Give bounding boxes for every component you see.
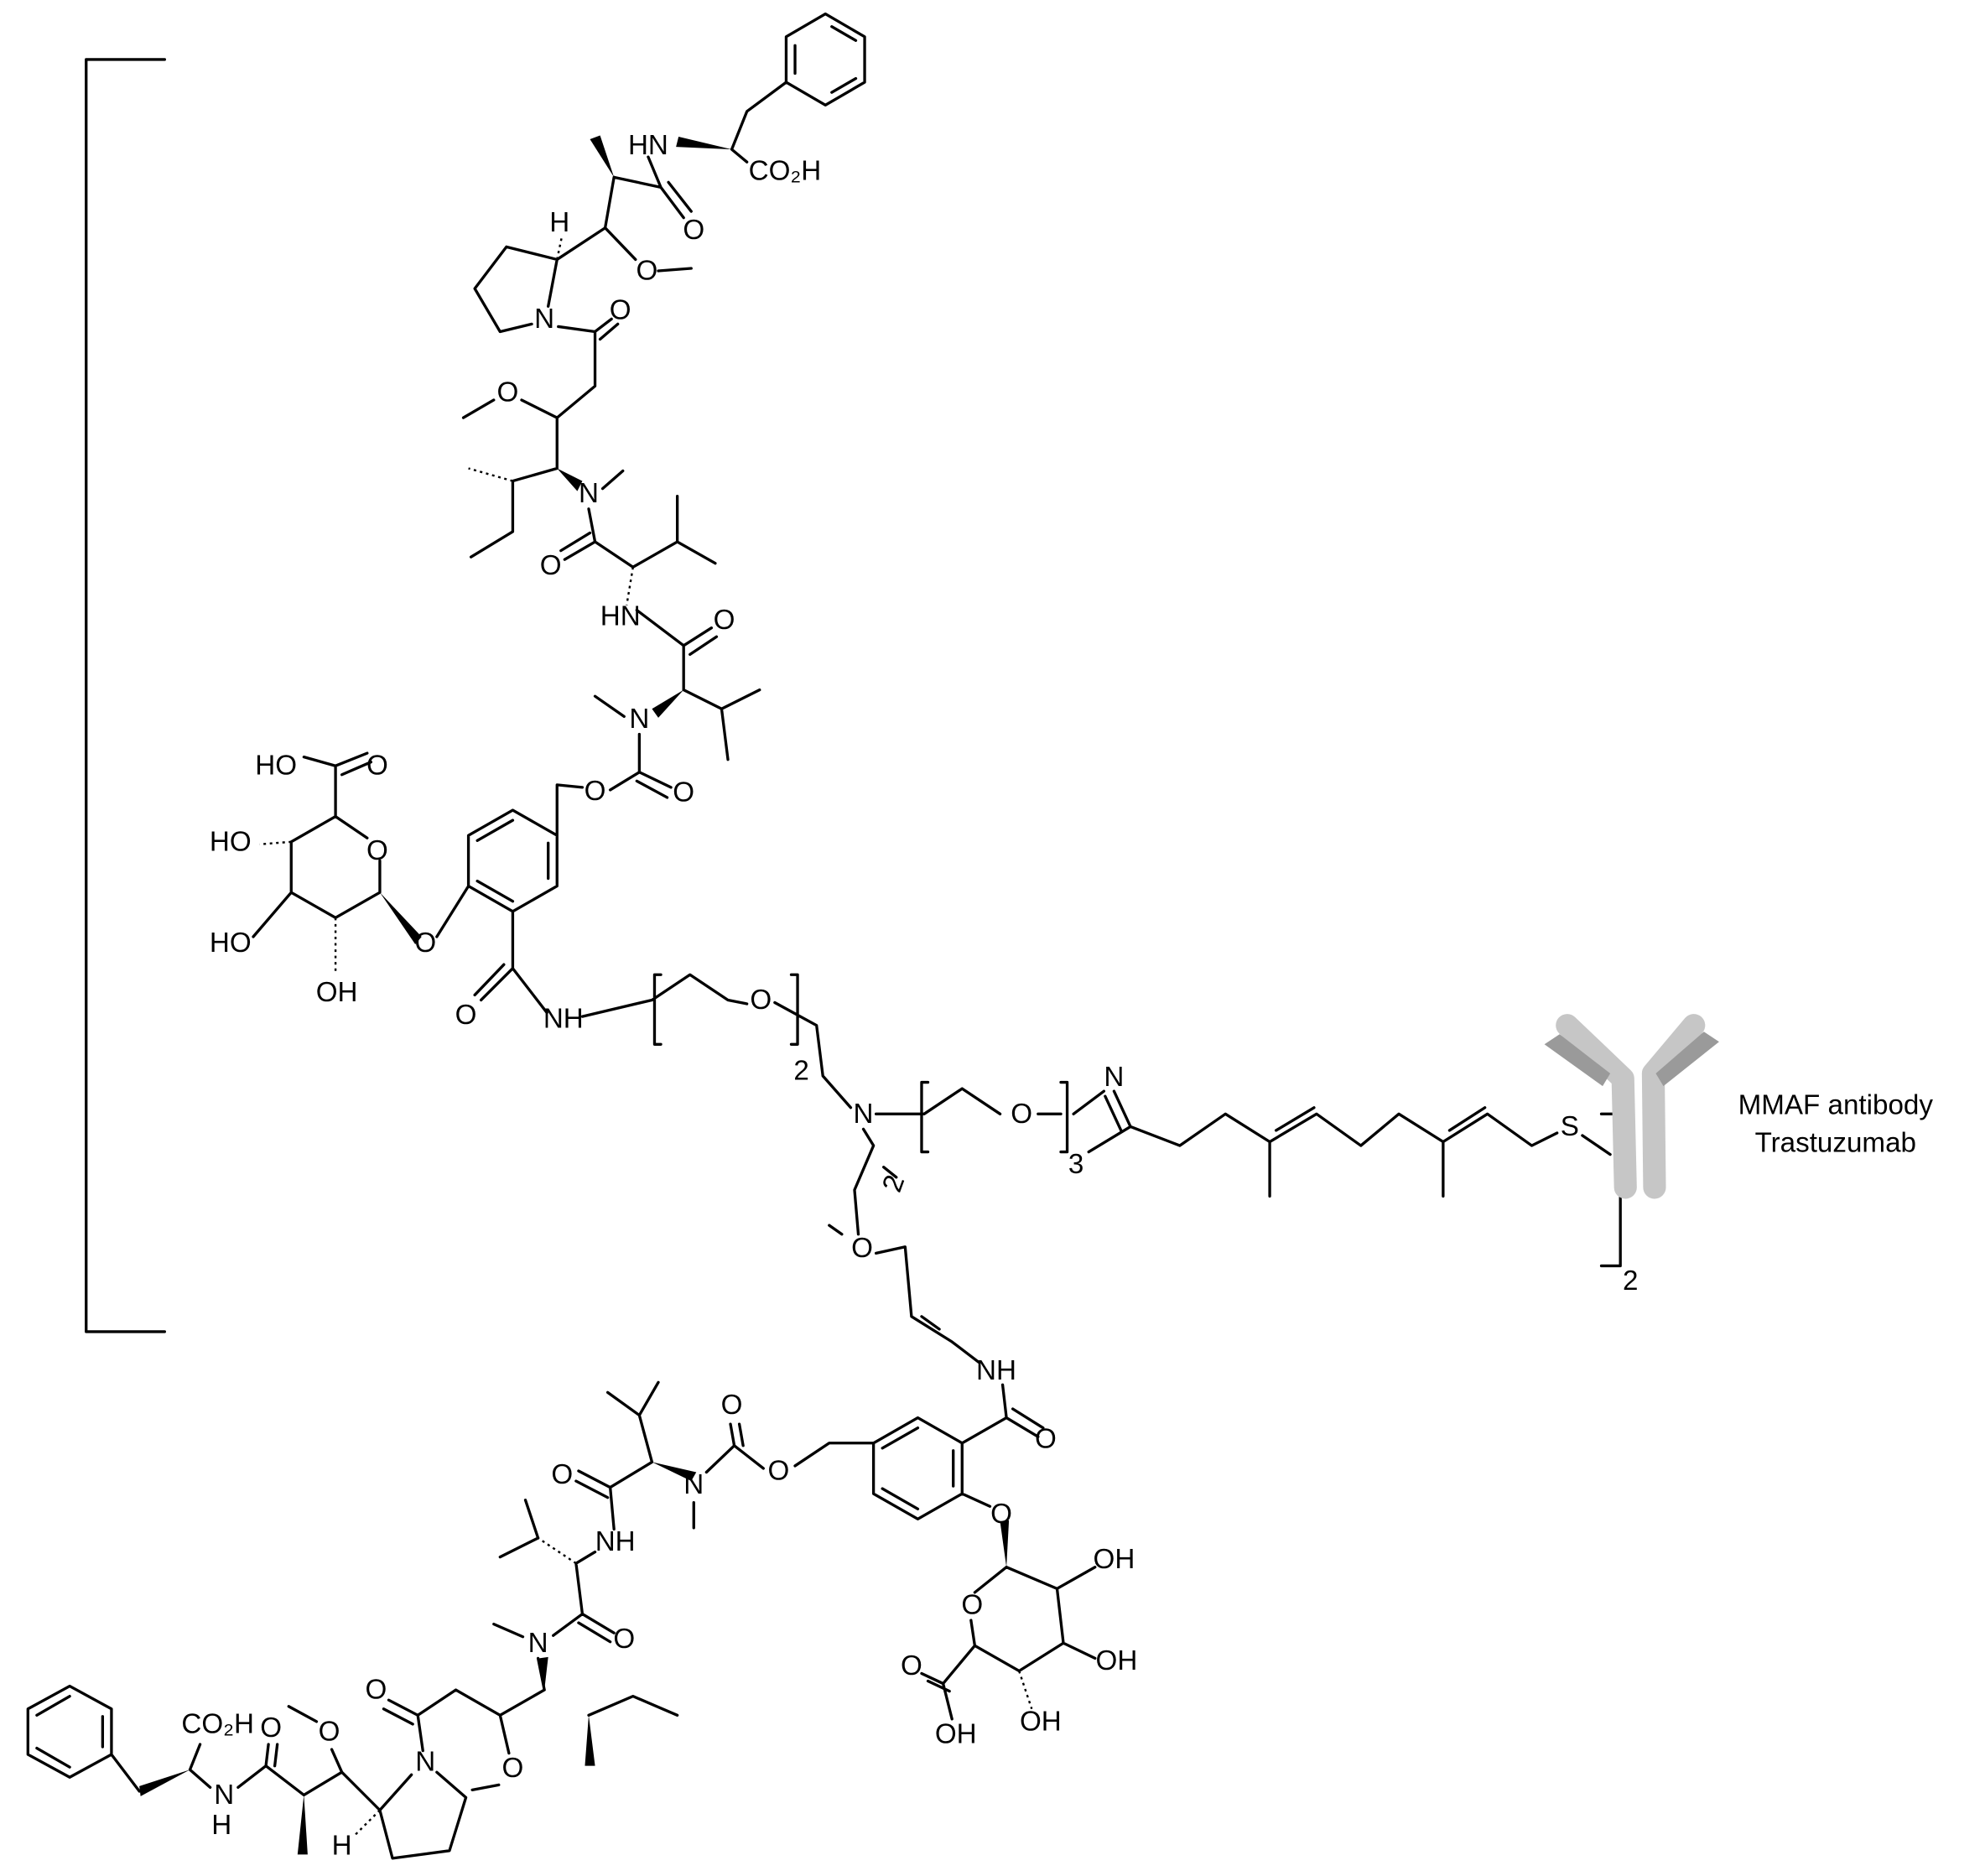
atom-label: O	[673, 777, 694, 808]
atom-label: O	[502, 1753, 524, 1784]
wedge-bond	[652, 689, 684, 718]
wedge-bond	[379, 892, 422, 945]
atom-label: O	[750, 985, 772, 1016]
atom-label: O	[1035, 1424, 1057, 1455]
atom-label: N	[415, 1747, 435, 1778]
wedge-bond	[676, 137, 732, 150]
wedge-bond	[1000, 1520, 1010, 1567]
repeat-count: 2	[1623, 1265, 1638, 1297]
linker-bonds	[828, 1080, 1612, 1364]
atom-label: N	[854, 1099, 874, 1130]
atom-label: O	[366, 751, 388, 782]
wedge-bond	[139, 1769, 190, 1796]
atom-label: H	[549, 207, 569, 238]
atom-label: HO	[210, 826, 252, 857]
wedge-bond	[652, 1462, 697, 1482]
atom-label: O	[551, 1459, 573, 1490]
atom-label: HN	[600, 601, 641, 632]
atom-label: N	[683, 1469, 704, 1500]
atom-label: H	[211, 1810, 231, 1841]
atom-label: NH	[976, 1355, 1016, 1386]
atom-labels: HN CO₂H H O O N O O N O HN O N O O HO O …	[181, 130, 1638, 1861]
atom-label: O	[366, 835, 388, 866]
atom-label: N	[214, 1780, 234, 1811]
atom-label: O	[990, 1499, 1012, 1530]
hashed-bond	[353, 1536, 1092, 1837]
wedge-bond	[297, 1795, 308, 1855]
atom-label: OH	[1094, 1544, 1135, 1575]
atom-label: O	[637, 256, 658, 287]
atom-label: NH	[543, 1004, 584, 1035]
atom-label: O	[496, 377, 518, 408]
atom-label: O	[455, 1000, 477, 1031]
wedge-bond	[557, 468, 583, 491]
atom-label: O	[319, 1716, 340, 1747]
atom-label: CO₂H	[749, 155, 822, 186]
atom-label: NH	[595, 1526, 636, 1557]
atom-label: O	[961, 1589, 983, 1620]
bottom-mmaf-bonds	[26, 1380, 1097, 1860]
top-mmaf-bonds	[252, 12, 866, 1109]
atom-label: CO₂H	[181, 1708, 254, 1739]
atom-label: O	[721, 1390, 743, 1421]
atom-label: N	[629, 704, 649, 735]
atom-label: O	[414, 928, 436, 959]
atom-label: O	[585, 776, 606, 807]
atom-label: OH	[935, 1718, 977, 1749]
atom-label: O	[365, 1675, 387, 1706]
atom-label: O	[540, 550, 562, 581]
atom-label: S	[1561, 1111, 1579, 1142]
repeat-count: 2	[793, 1055, 808, 1086]
atom-label: H	[332, 1830, 352, 1861]
atom-label: N	[534, 304, 554, 335]
wedge-bond	[585, 1715, 595, 1766]
atom-label: N	[528, 1628, 548, 1659]
atom-label: O	[851, 1233, 873, 1264]
repeat-count: 2	[876, 1171, 911, 1196]
antibody-label-line2: Trastuzumab	[1755, 1128, 1916, 1159]
atom-label: O	[613, 1624, 635, 1655]
antibody-icon	[1544, 1014, 1719, 1199]
atom-label: O	[901, 1650, 922, 1681]
atom-label: O	[1011, 1099, 1032, 1130]
atom-label: O	[683, 215, 704, 246]
atom-label: N	[1104, 1062, 1124, 1093]
atom-label: OH	[1020, 1706, 1062, 1737]
atom-label: N	[579, 478, 599, 509]
atom-label: O	[260, 1712, 282, 1743]
wedge-bond	[590, 135, 615, 178]
atom-label: OH	[1096, 1645, 1138, 1676]
wedge-bond	[539, 1656, 548, 1691]
atom-label: O	[610, 294, 631, 325]
atom-label: HN	[628, 130, 668, 161]
repeat-count: 3	[1068, 1149, 1083, 1180]
antibody-label-line1: MMAF antibody	[1738, 1089, 1934, 1120]
hashed-bond	[259, 235, 635, 975]
atom-label: HO	[210, 928, 252, 959]
left-bracket	[85, 58, 166, 1333]
atom-label: O	[767, 1455, 789, 1486]
atom-label: OH	[316, 977, 358, 1008]
atom-label: O	[714, 605, 735, 636]
atom-label: HO	[255, 751, 297, 782]
